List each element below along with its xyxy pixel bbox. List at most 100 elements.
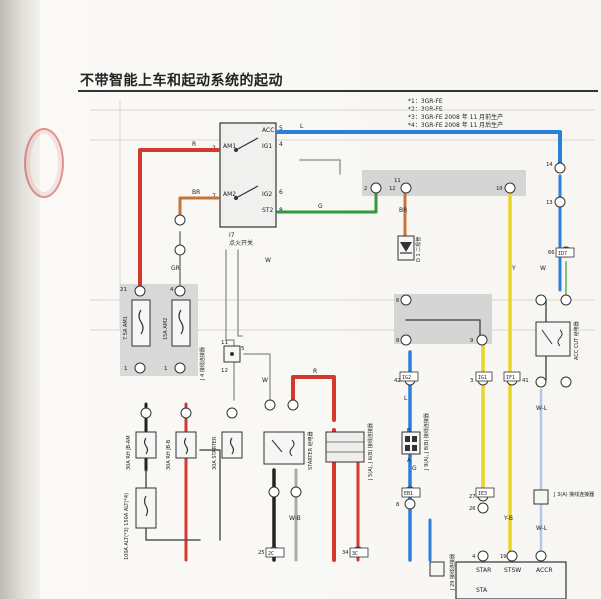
pin-label-a: A: [407, 458, 411, 464]
pin-num-9: 6: [396, 298, 399, 304]
junction-j3-label: J 3(A) 接线连接器: [553, 491, 594, 498]
connector-tag-ig2: IG2: [402, 375, 411, 381]
wire-white-1: [225, 249, 235, 401]
junction-j29: J 29 接线连接器: [429, 554, 456, 591]
wire-label-br: BR: [192, 189, 200, 196]
pin-ig2: 6: [279, 189, 283, 196]
starter-relay-label: STARTER 继电器: [307, 431, 314, 470]
pin-num-6: 13: [546, 200, 553, 206]
terminal-st2: ST2: [262, 207, 273, 214]
wire-label-w-3: W: [540, 265, 546, 272]
wire-label-w-2: W: [262, 377, 268, 384]
junction-j9-j8: J 9(A), J 8(B) 接线连接器: [401, 413, 430, 471]
pin-num-12: 42: [394, 378, 401, 384]
junction-j4-pin-12: 12: [221, 368, 228, 374]
connector-panel-top: [362, 170, 526, 196]
pin-ab-labels: A B: [407, 428, 411, 464]
junction-j29-label: J 29 接线连接器: [449, 554, 456, 591]
ignition-switch-name: 点火开关: [229, 239, 253, 247]
wire-color-labels: R L BR G W GR W R BR G W-B W-L Y W W-L L…: [171, 123, 548, 532]
connector-tag-eb1: EB1: [404, 491, 413, 497]
pin-num-13: 41: [522, 378, 529, 384]
junction-j3: J 3(A) 接线连接器: [533, 489, 594, 505]
pin-num-8: 3: [470, 378, 473, 384]
shaded-panels: [120, 170, 526, 376]
pin-num-18: 8: [396, 502, 399, 508]
fuse-am2-pin-bottom: 1: [164, 366, 168, 372]
terminal-am2: AM2: [223, 191, 236, 198]
fusible-link-label: 100A ALT(*3) 150A ALT(*4): [124, 493, 130, 560]
junction-j4: J 4 接线连接器 11 5 12: [199, 340, 245, 381]
acc-cut-relay-label: ACC CUT 继电器: [573, 321, 580, 360]
connector-tag-ie3: IE3: [478, 491, 487, 497]
diode-d1: D 1 二极管: [397, 235, 422, 262]
pin-num-2: 12: [389, 186, 396, 192]
wire-label-wl: W-L: [536, 405, 548, 412]
pin-num-1: 2: [364, 186, 367, 192]
wire-link-2: [199, 449, 221, 541]
diode-d1-label: D 1 二极管: [415, 237, 422, 262]
relay-jb-am-label: 30A RH JB-AM: [126, 435, 132, 470]
wire-green-st2: [276, 190, 378, 214]
ignition-switch-ref: I7: [229, 232, 235, 239]
notes-block: *1：3GR-FE *2：3GR-FE *3：3GR-FE 2008 年 11 …: [408, 98, 503, 129]
ecm-terminal-sta: STA: [476, 587, 488, 594]
fuse-am1-pin-top: 21: [120, 287, 127, 293]
junction-j9-j8-label: J 9(A), J 8(B) 接线连接器: [423, 413, 430, 471]
fuse-am1: 7.5A AM1 21 1: [120, 287, 151, 372]
connector-tags: IG2 IG1 EB1 IE3 IF1 ID7 2C 3C: [265, 247, 575, 558]
wire-red-starter: [291, 375, 336, 422]
relay-jb-b: 30A RH JB-B: [166, 431, 197, 470]
connector-tag-if1: IF1: [506, 375, 515, 381]
junction-j4-label: J 4 接线连接器: [199, 347, 206, 381]
terminal-am1: AM1: [223, 143, 236, 150]
wire-label-l: L: [300, 123, 304, 130]
fuse-am2: 15A AM2 4 1: [163, 287, 191, 372]
wire-white-4: [299, 159, 341, 175]
wire-blue-acc: [276, 130, 562, 167]
pin-num-20: 4: [472, 554, 476, 560]
wire-white-3: [243, 353, 271, 401]
pin-num-11: 9: [470, 338, 473, 344]
connector-tag-2c: 2C: [268, 551, 274, 557]
red-stamp-seal: [24, 128, 64, 198]
fuse-am2-label: 15A AM2: [163, 318, 169, 340]
ecm-terminal-star: STAR: [476, 567, 491, 574]
wire-label-r-2: R: [313, 368, 317, 375]
junction-j5-j6: J 5(A), J 6(B) 接线连接器: [325, 423, 374, 481]
wire-label-y: Y: [511, 265, 516, 272]
page-title: 不带智能上车和起动系统的起动: [80, 73, 283, 89]
wire-dark-link: [405, 319, 481, 343]
pin-num-5: 14: [546, 162, 553, 168]
wire-label-yb: Y-B: [503, 515, 513, 522]
note-4: *4：3GR-FE 2008 年 11 月后生产: [408, 121, 503, 129]
page-binding: [0, 0, 40, 599]
starter-relay: STARTER 继电器: [263, 431, 314, 470]
wire-label-g-2: G: [412, 465, 417, 472]
ecm-terminal-accr: ACCR: [536, 567, 553, 574]
pin-label-b: B: [407, 428, 411, 434]
relay-starter-fuse-label: 30A STARTER: [212, 436, 218, 470]
junction-j4-pin-11: 11: [221, 340, 228, 346]
title-underline: [78, 90, 598, 92]
terminal-ig1: IG1: [262, 143, 272, 150]
note-3: *3：3GR-FE 2008 年 11 月前生产: [408, 113, 503, 121]
wire-red-am1: [138, 148, 220, 287]
connector-tag-ig1: IG1: [478, 375, 487, 381]
wire-label-br-2: BR: [399, 207, 407, 214]
wire-white-2: [237, 249, 243, 337]
junction-j5-j6-label: J 5(A), J 6(B) 接线连接器: [367, 423, 374, 481]
fuse-am1-label: 7.5A AM1: [123, 316, 129, 340]
pin-num-3: 11: [394, 178, 401, 184]
wire-label-gr: GR: [171, 265, 180, 272]
pin-num-15: 26: [469, 506, 476, 512]
terminal-ig2: IG2: [262, 191, 272, 198]
wire-label-r: R: [192, 141, 196, 148]
pin-num-10: 8: [396, 338, 399, 344]
note-1: *1：3GR-FE: [408, 98, 443, 105]
connector-tag-3c: 3C: [352, 551, 358, 557]
acc-cut-relay: ACC CUT 继电器: [535, 321, 580, 360]
ecm-block: STAR STSW ACCR STA: [455, 561, 567, 599]
